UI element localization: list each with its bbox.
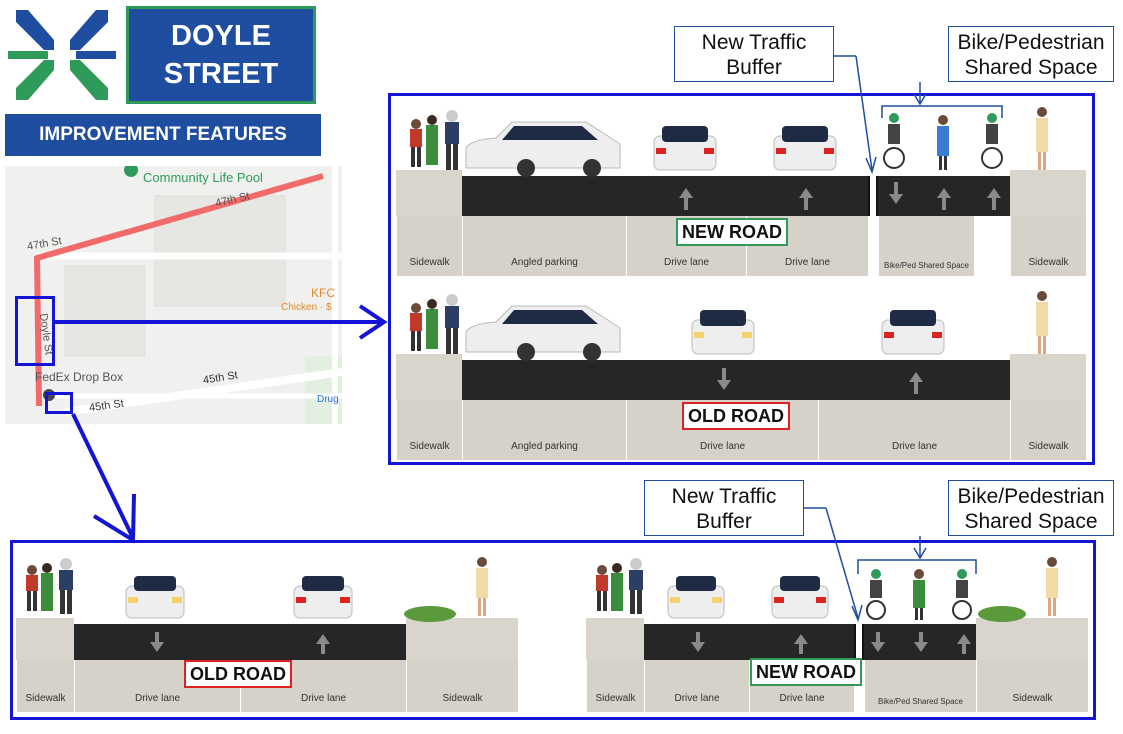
pedestrian-icon xyxy=(1046,557,1058,616)
road-users-illustration xyxy=(410,107,1048,177)
traffic-buffer xyxy=(868,176,878,216)
arrow-up-icon xyxy=(799,188,813,198)
road-users-illustration xyxy=(410,291,1048,361)
old-road-label: OLD ROAD xyxy=(682,402,790,430)
car-rear-icon xyxy=(771,576,829,619)
road-users-illustration xyxy=(596,557,1058,622)
cyclist-icon xyxy=(866,569,886,620)
planter-icon xyxy=(404,606,456,622)
map-highlight-north xyxy=(15,296,55,366)
lane-label-sidewalk-left: Sidewalk xyxy=(396,216,462,276)
pedestrians-icon xyxy=(26,558,73,614)
lane-label-sidewalk-left: Sidewalk xyxy=(16,660,74,712)
lane-label-drive-lane-2: Drive lane xyxy=(746,216,868,276)
callout-new-traffic-buffer: New Traffic Buffer xyxy=(674,26,834,82)
cyclist-icon xyxy=(883,113,905,169)
pedestrians-icon xyxy=(410,294,459,354)
pedestrians-icon xyxy=(596,558,643,614)
map-poi-pool: Community Life Pool xyxy=(143,170,263,185)
pedestrian-icon xyxy=(913,569,925,620)
roadway xyxy=(74,624,406,660)
arrow-up-icon xyxy=(316,634,330,644)
car-rear-icon xyxy=(653,126,717,171)
lane-label-sidewalk-right: Sidewalk xyxy=(976,660,1088,712)
map-poi-kfc-sub: Chicken · $ xyxy=(281,302,332,313)
car-front-icon xyxy=(125,576,185,619)
arrow-down-icon xyxy=(914,642,928,652)
car-rear-icon xyxy=(773,126,837,171)
arrow-up-icon xyxy=(794,634,808,644)
cyclist-icon xyxy=(952,569,972,620)
top-sections-frame xyxy=(388,93,1095,465)
arrow-down-icon xyxy=(150,642,164,652)
map-poi-kfc: KFC xyxy=(311,286,335,300)
title-line-2: STREET xyxy=(163,58,279,90)
parked-car-icon xyxy=(465,121,621,177)
lane-label-sidewalk-right: Sidewalk xyxy=(1010,216,1086,276)
arrow-down-icon xyxy=(691,642,705,652)
lane-label-angled-parking: Angled parking xyxy=(462,216,626,276)
pedestrian-icon xyxy=(937,115,949,170)
car-rear-icon xyxy=(881,310,945,355)
new-road-label: NEW ROAD xyxy=(676,218,788,246)
arrow-up-icon xyxy=(679,188,693,198)
road-users-illustration xyxy=(26,557,488,622)
arrow-up-icon xyxy=(987,188,1001,198)
arrow-up-icon xyxy=(937,188,951,198)
pedestrians-icon xyxy=(410,110,459,170)
arrow-down-icon xyxy=(871,642,885,652)
doyle-street-logo-icon xyxy=(8,10,116,100)
new-road-label: NEW ROAD xyxy=(750,658,862,686)
pedestrian-icon xyxy=(1036,291,1048,354)
callout-bike-ped-shared-space: Bike/Pedestrian Shared Space xyxy=(948,480,1114,536)
page-title: DOYLE STREET xyxy=(126,6,316,104)
lane-label-bike-ped: Bike/Ped Shared Space xyxy=(878,216,974,276)
parked-car-icon xyxy=(465,305,621,361)
map-highlight-south xyxy=(45,392,73,414)
lane-label-drive-lane-2: Drive lane xyxy=(818,400,1010,460)
old-road-label: OLD ROAD xyxy=(184,660,292,688)
car-front-icon xyxy=(667,576,725,619)
bottom-new-road-section: Sidewalk Drive lane Drive lane Bike/Ped … xyxy=(586,552,1088,712)
planter-icon xyxy=(978,606,1026,622)
map-roads xyxy=(34,166,342,424)
lane-label-sidewalk-right: Sidewalk xyxy=(406,660,518,712)
improvement-features-banner: IMPROVEMENT FEATURES xyxy=(5,114,321,156)
callout-new-traffic-buffer: New Traffic Buffer xyxy=(644,480,804,536)
top-new-road-section: Sidewalk Angled parking Drive lane Drive… xyxy=(396,100,1086,276)
car-rear-icon xyxy=(293,576,353,619)
cyclist-icon xyxy=(981,113,1003,169)
pedestrian-icon xyxy=(1036,107,1048,170)
arrow-up-icon xyxy=(909,372,923,382)
lane-label-sidewalk-right: Sidewalk xyxy=(1010,400,1086,460)
lane-label-sidewalk-left: Sidewalk xyxy=(396,400,462,460)
location-map: Community Life Pool 47th St 47th St Doyl… xyxy=(5,166,342,424)
traffic-buffer xyxy=(854,624,864,660)
title-line-1: DOYLE xyxy=(171,20,271,52)
map-poi-drug: Drug xyxy=(317,394,339,405)
arrow-down-icon xyxy=(717,380,731,390)
lane-label-sidewalk-left: Sidewalk xyxy=(586,660,644,712)
callout-bike-ped-shared-space: Bike/Pedestrian Shared Space xyxy=(948,26,1114,82)
lane-label-drive-lane-1: Drive lane xyxy=(644,660,749,712)
bottom-sections-frame xyxy=(10,540,1096,720)
pedestrian-icon xyxy=(476,557,488,616)
lane-label-angled-parking: Angled parking xyxy=(462,400,626,460)
arrow-down-icon xyxy=(889,194,903,204)
map-poi-fedex: FedEx Drop Box xyxy=(35,370,124,384)
lane-label-bike-ped: Bike/Ped Shared Space xyxy=(864,660,976,712)
arrow-up-icon xyxy=(957,634,971,644)
bottom-old-road-section: Sidewalk Drive lane Drive lane Sidewalk … xyxy=(16,552,518,712)
car-front-icon xyxy=(691,310,755,355)
roadway xyxy=(462,176,1010,216)
top-old-road-section: Sidewalk Angled parking Drive lane Drive… xyxy=(396,284,1086,460)
